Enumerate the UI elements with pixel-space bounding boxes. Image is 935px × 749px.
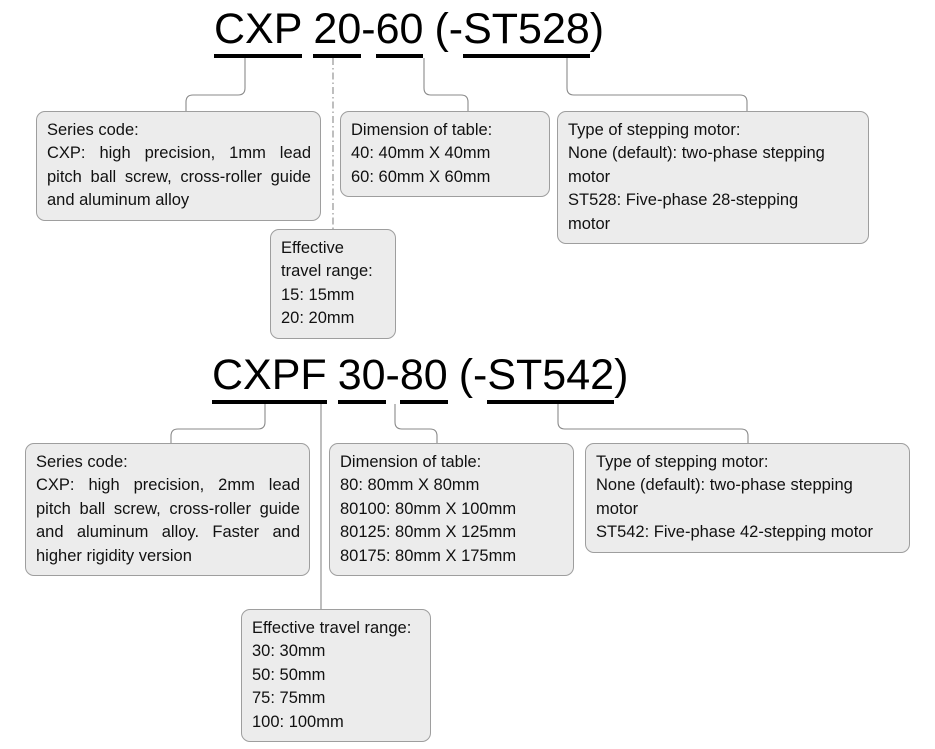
heading-cxp-travel: 20 [313, 8, 362, 58]
connector-cxpf-table [394, 404, 438, 444]
heading-cxp-dash: - [361, 5, 376, 53]
connector-cxpf-series [170, 404, 266, 444]
box-cxpf-stepping-motor-line-1: None (default): two-phase stepping [596, 476, 853, 495]
box-cxpf-travel-range-line-1: 30: 30mm [252, 642, 326, 661]
box-cxp-stepping-motor-line-1: None (default): two-phase stepping [568, 144, 825, 163]
heading-cxpf-motor-dash: - [473, 351, 488, 399]
box-cxp-stepping-motor-line-4: motor [568, 214, 611, 233]
box-cxp-table-dimension-title: Dimension of table: [351, 121, 493, 139]
box-cxp-series-code-title: Series code: [47, 121, 139, 139]
box-cxpf-travel-range-line-3: 75: 75mm [252, 689, 326, 708]
connector-cxpf-motor [557, 404, 749, 444]
box-cxp-series-code-line-3: and aluminum alloy [47, 191, 190, 210]
box-cxpf-series-code: Series code: CXP: high precision, 2mm le… [25, 443, 310, 577]
box-cxpf-table-dimension: Dimension of table: 80: 80mm X 80mm 8010… [329, 443, 574, 577]
box-cxpf-travel-range-title: Effective travel range: [252, 619, 412, 637]
connector-cxp-motor [566, 58, 748, 112]
box-cxpf-travel-range-line-2: 50: 50mm [252, 665, 326, 684]
box-cxp-table-dimension-line-1: 40: 40mm X 40mm [351, 144, 491, 163]
box-cxp-travel-range-title-1: Effective [281, 239, 344, 257]
box-cxp-stepping-motor-line-3: ST528: Five-phase 28-stepping [568, 191, 799, 210]
heading-cxp-close-paren: ) [589, 5, 605, 53]
connector-cxp-table [423, 58, 469, 112]
box-cxp-stepping-motor-title: Type of stepping motor: [568, 121, 741, 139]
heading-cxpf-motor: ST542 [487, 354, 615, 404]
box-cxpf-series-code-line-1: CXP: high precision, 2mm lead [36, 476, 300, 495]
heading-cxpf-open-paren: ( [458, 351, 474, 399]
box-cxpf-table-dimension-line-4: 80175: 80mm X 175mm [340, 546, 517, 565]
box-cxp-table-dimension-line-2: 60: 60mm X 60mm [351, 167, 491, 186]
heading-cxpf-series: CXPF [212, 354, 327, 404]
box-cxpf-series-code-line-3: and aluminum alloy. Faster and [36, 523, 300, 542]
heading-cxpf-close-paren: ) [614, 351, 629, 399]
heading-cxpf-table: 80 [399, 354, 448, 404]
box-cxpf-series-code-line-2: pitch ball screw, cross-roller guide [36, 499, 300, 518]
box-cxpf-table-dimension-line-2: 80100: 80mm X 100mm [340, 499, 517, 518]
heading-cxpf-travel: 30 [337, 354, 386, 404]
box-cxp-travel-range-title-2: travel range: [281, 262, 373, 281]
box-cxp-travel-range-line-2: 20: 20mm [281, 309, 355, 328]
box-cxpf-stepping-motor-title: Type of stepping motor: [596, 453, 769, 471]
box-cxp-stepping-motor-line-2: motor [568, 167, 611, 186]
box-cxp-series-code: Series code: CXP: high precision, 1mm le… [36, 111, 321, 221]
heading-cxpf-dash: - [385, 351, 400, 399]
heading-cxp-series: CXP [214, 8, 303, 58]
heading-cxp-motor: ST528 [463, 8, 590, 58]
box-cxp-series-code-line-1: CXP: high precision, 1mm lead [47, 144, 311, 163]
box-cxp-table-dimension: Dimension of table: 40: 40mm X 40mm 60: … [340, 111, 550, 198]
box-cxp-series-code-line-2: pitch ball screw, cross-roller guide [47, 167, 311, 186]
box-cxpf-stepping-motor-line-2: motor [596, 499, 639, 518]
box-cxpf-table-dimension-title: Dimension of table: [340, 453, 482, 471]
box-cxpf-travel-range-line-4: 100: 100mm [252, 712, 344, 731]
box-cxp-travel-range: Effective travel range: 15: 15mm 20: 20m… [270, 229, 396, 339]
heading-cxp-motor-dash: - [448, 5, 464, 53]
box-cxpf-table-dimension-line-1: 80: 80mm X 80mm [340, 476, 480, 495]
box-cxpf-travel-range: Effective travel range: 30: 30mm 50: 50m… [241, 609, 431, 743]
box-cxpf-stepping-motor: Type of stepping motor: None (default): … [585, 443, 910, 553]
box-cxpf-table-dimension-line-3: 80125: 80mm X 125mm [340, 523, 517, 542]
box-cxp-stepping-motor: Type of stepping motor: None (default): … [557, 111, 869, 245]
heading-cxp-open-paren: ( [434, 5, 449, 53]
connector-cxp-series [185, 58, 246, 112]
box-cxp-travel-range-line-1: 15: 15mm [281, 285, 355, 304]
heading-cxp-table: 60 [375, 8, 424, 58]
box-cxpf-stepping-motor-line-3: ST542: Five-phase 42-stepping motor [596, 523, 873, 542]
box-cxpf-series-code-title: Series code: [36, 453, 128, 471]
box-cxpf-series-code-line-4: higher rigidity version [36, 546, 192, 565]
